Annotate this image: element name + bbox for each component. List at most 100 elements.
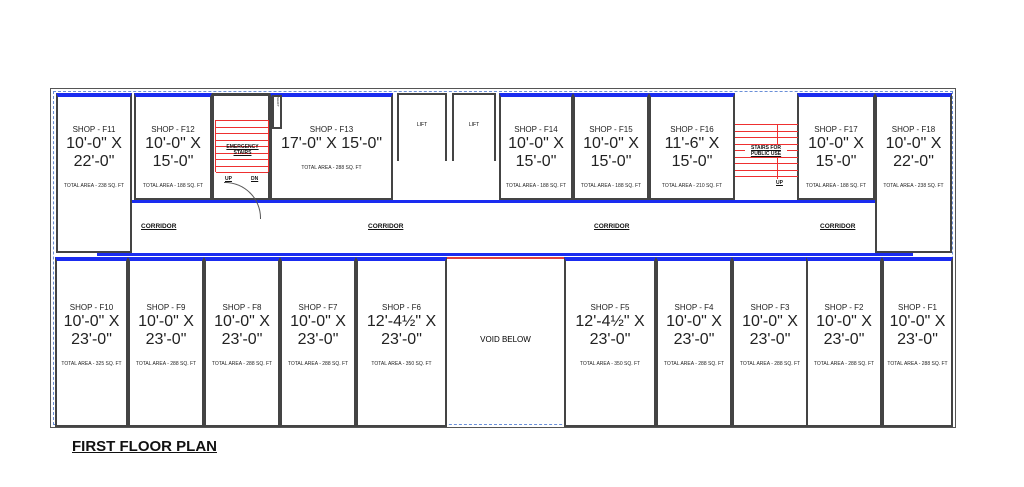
emergency-stairs <box>215 120 269 173</box>
stair-tread <box>735 169 798 171</box>
shop-name: SHOP - F9 <box>146 303 186 312</box>
stair-tread <box>735 156 798 158</box>
stair-tread <box>216 152 268 154</box>
shop-name: SHOP - F17 <box>814 125 858 134</box>
stairs-label-line: PUBLIC USE <box>750 151 782 157</box>
lift-2: LIFT <box>452 93 496 161</box>
shop-area: TOTAL AREA - 288 SQ. FT <box>887 361 948 367</box>
shop-area: TOTAL AREA - 188 SQ. FT <box>142 183 204 189</box>
shop-area: TOTAL AREA - 210 SQ. FT <box>661 183 723 189</box>
shop-area: TOTAL AREA - 350 SQ. FT <box>579 361 641 367</box>
shop-dims: 12'-4½" X 23'-0" <box>575 313 645 348</box>
corridor-label: CORRIDOR <box>594 223 630 230</box>
shop-name: SHOP - F6 <box>382 303 421 312</box>
shop-name: SHOP - F13 <box>309 125 354 134</box>
stair-tread <box>735 176 798 177</box>
stair-tread <box>216 165 268 167</box>
shop-area: TOTAL AREA - 288 SQ. FT <box>301 165 362 171</box>
building-outline <box>50 88 956 428</box>
stairs-label-line: STAIRS <box>233 150 252 156</box>
stair-tread <box>216 146 268 147</box>
shop-name: SHOP - F1 <box>898 303 937 312</box>
stair-tread <box>216 159 268 160</box>
shop-dims: 10'-0" X 23'-0" <box>214 313 270 348</box>
shop-dims: 11'-6" X 15'-0" <box>664 135 720 170</box>
shop-area: TOTAL AREA - 188 SQ. FT <box>505 183 567 189</box>
shop-name: SHOP - F11 <box>72 125 116 134</box>
shop-name: SHOP - F5 <box>590 303 630 312</box>
stair-tread <box>735 137 798 138</box>
shop-area: TOTAL AREA - 288 SQ. FT <box>663 361 725 367</box>
shop-name: SHOP - F12 <box>151 125 195 134</box>
stairs-label-line: STAIRS FOR <box>751 145 781 151</box>
corridor-label: CORRIDOR <box>820 223 856 230</box>
stair-tread <box>216 120 268 121</box>
shop-area: TOTAL AREA - 288 SQ. FT <box>287 361 349 367</box>
corridor-label: CORRIDOR <box>141 223 177 230</box>
shop-area: TOTAL AREA - 350 SQ. FT <box>371 361 432 367</box>
shop-name: SHOP - F7 <box>298 303 338 312</box>
shaft: SHAFT <box>272 95 282 129</box>
stairs-up-label: UP <box>776 180 783 186</box>
shop-name: SHOP - F14 <box>514 125 558 134</box>
shop-dims: 10'-0" X 23'-0" <box>63 313 120 348</box>
shop-area: TOTAL AREA - 288 SQ. FT <box>135 361 197 367</box>
stair-tread <box>216 172 268 173</box>
shop-area: TOTAL AREA - 325 SQ. FT <box>61 361 122 367</box>
stair-tread <box>216 133 268 134</box>
shop-dims: 10'-0" X 23'-0" <box>889 313 946 348</box>
shop-area: TOTAL AREA - 188 SQ. FT <box>805 183 867 189</box>
stair-tread <box>735 143 798 145</box>
shop-dims: 10'-0" X 23'-0" <box>138 313 194 348</box>
lift-label: LIFT <box>416 122 428 128</box>
shop-dims: 10'-0" X 15'-0" <box>808 135 864 170</box>
shop-name: SHOP - F16 <box>670 125 714 134</box>
shop-name: SHOP - F2 <box>824 303 864 312</box>
stairs-down-label: DN <box>251 176 259 182</box>
shop-dims: 10'-0" X 23'-0" <box>290 313 346 348</box>
shop-dims: 10'-0" X 22'-0" <box>66 135 122 170</box>
stair-tread <box>216 126 268 128</box>
shop-dims: 10'-0" X 15'-0" <box>508 135 564 170</box>
lift-label: LIFT <box>468 122 480 128</box>
shop-name: SHOP - F4 <box>674 303 714 312</box>
shop-name: SHOP - F10 <box>69 303 114 312</box>
shop-dims: 12'-4½" X 23'-0" <box>366 313 437 348</box>
shop-dims: 10'-0" X 23'-0" <box>816 313 872 348</box>
plan-title: FIRST FLOOR PLAN <box>72 438 217 455</box>
shop-name: SHOP - F8 <box>222 303 262 312</box>
stair-tread <box>216 139 268 141</box>
shop-name: SHOP - F15 <box>589 125 633 134</box>
stairs-up-label: UP <box>225 176 232 182</box>
shop-dims: 10'-0" X 15'-0" <box>145 135 201 170</box>
shop-area: TOTAL AREA - 288 SQ. FT <box>739 361 801 367</box>
stair-tread <box>735 130 798 132</box>
shop-dims: 10'-0" X 15'-0" <box>583 135 639 170</box>
lift-1: LIFT <box>397 93 447 161</box>
shop-area: TOTAL AREA - 238 SQ. FT <box>63 183 125 189</box>
stair-tread <box>735 163 798 164</box>
shop-dims: 10'-0" X 23'-0" <box>742 313 798 348</box>
void-below: VOID BELOW <box>447 257 564 427</box>
stair-tread <box>735 124 798 125</box>
